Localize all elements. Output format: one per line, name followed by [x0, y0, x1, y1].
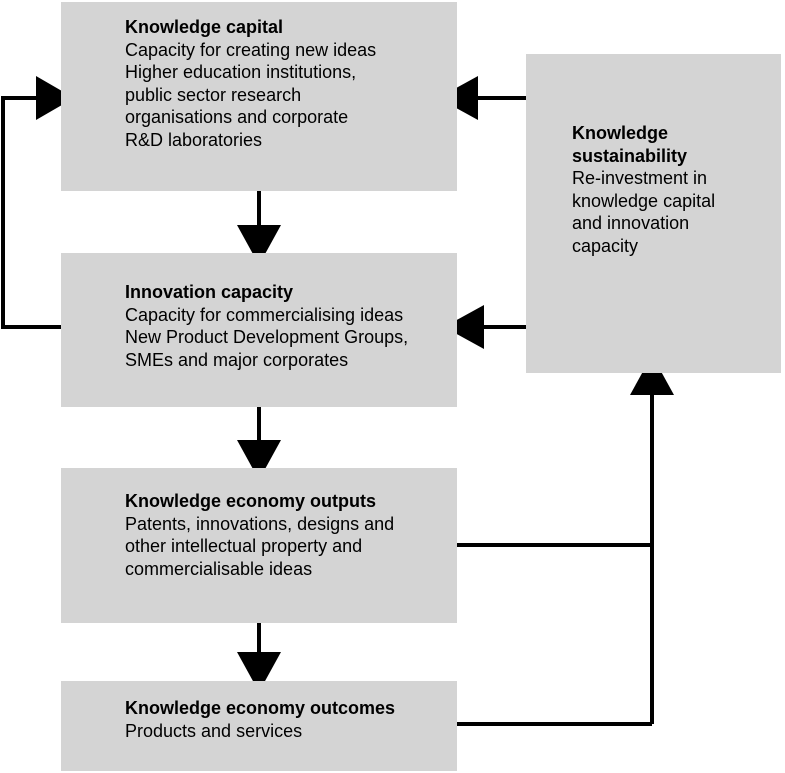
sustainability-line-1: Re-investment in [572, 168, 708, 188]
outcomes-line-1: Products and services [125, 720, 303, 741]
knowledge-capital-line-3: public sector research [125, 84, 302, 105]
knowledge-capital-title: Knowledge capital [125, 17, 284, 37]
arrowhead-into-sustainability [630, 355, 674, 395]
arrowhead-into-outputs [237, 440, 281, 480]
outputs-line-3: commercialisable ideas [125, 558, 313, 579]
innovation-capacity-line-2: New Product Development Groups, [125, 327, 409, 347]
sustainability-line-4: capacity [572, 235, 639, 256]
innovation-capacity-line-3: SMEs and major corporates [125, 349, 349, 370]
innovation-capacity-title: Innovation capacity [125, 282, 294, 302]
outcomes-title: Knowledge economy outcomes [125, 698, 396, 718]
knowledge-economy-outcomes-box: Knowledge economy outcomes Products and … [61, 681, 457, 771]
outputs-line-2: other intellectual property and [125, 536, 363, 556]
arrowhead-into-capital-right [438, 76, 478, 120]
loop-connector-line [1, 96, 61, 329]
outputs-line-1: Patents, innovations, designs and [125, 513, 395, 534]
sustainability-line-3: and innovation [572, 213, 690, 233]
arrowhead-into-innovation [237, 225, 281, 265]
knowledge-economy-outputs-box: Knowledge economy outputs Patents, innov… [61, 468, 457, 623]
sustainability-line-2: knowledge capital [572, 190, 716, 211]
sustainability-title-line-2: sustainability [572, 145, 688, 166]
arrowhead-into-capital-left [36, 76, 74, 120]
knowledge-capital-line-1: Capacity for creating new ideas [125, 39, 377, 60]
knowledge-capital-line-2: Higher education institutions, [125, 62, 357, 82]
sustainability-title-line-1: Knowledge [572, 123, 669, 143]
outputs-title: Knowledge economy outputs [125, 491, 377, 511]
knowledge-capital-line-5: R&D laboratories [125, 129, 263, 150]
arrowhead-into-outcomes [237, 652, 281, 692]
innovation-capacity-box: Innovation capacity Capacity for commerc… [61, 253, 457, 407]
knowledge-capital-line-4: organisations and corporate [125, 107, 349, 127]
knowledge-sustainability-box: Knowledge sustainability Re-investment i… [526, 54, 781, 373]
arrowhead-into-innovation-right [444, 305, 484, 349]
innovation-capacity-line-1: Capacity for commercialising ideas [125, 304, 404, 325]
knowledge-capital-box: Knowledge capital Capacity for creating … [61, 2, 457, 191]
